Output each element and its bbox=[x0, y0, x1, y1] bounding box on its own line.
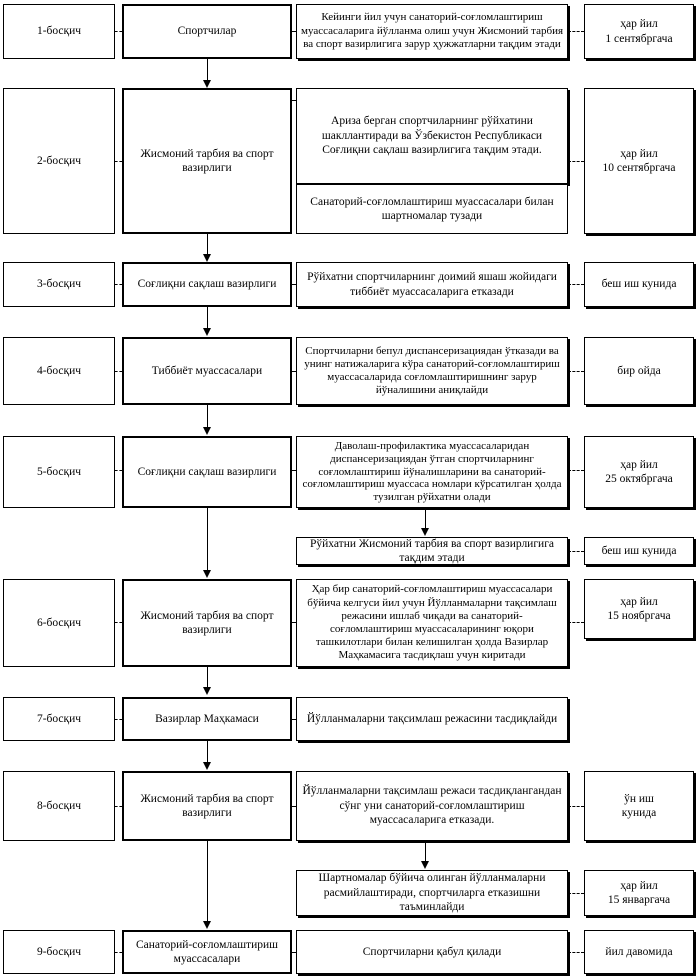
stage-6-actor: Жисмоний тарбия ва спорт вазирлиги bbox=[122, 579, 292, 667]
stage-3-actor: Соғлиқни сақлаш вазирлиги bbox=[122, 262, 292, 307]
stage-3-label: 3-босқич bbox=[3, 262, 115, 307]
stage-1-deadline: ҳар йил 1 сентябргача bbox=[584, 4, 694, 59]
stage-5-sub-deadline: беш иш кунида bbox=[584, 537, 694, 565]
stage-8-label: 8-босқич bbox=[3, 771, 115, 841]
stage-5-label: 5-босқич bbox=[3, 436, 115, 508]
stage-3-action: Рўйхатни спортчиларнинг доимий яшаш жойи… bbox=[296, 262, 568, 307]
stage-5-sub-action: Рўйхатни Жисмоний тарбия ва спорт вазирл… bbox=[296, 537, 568, 565]
stage-2-action: Ариза берган спортчиларнинг рўйхатини ша… bbox=[296, 88, 568, 184]
stage-8-sub-action: Шартномалар бўйича олинган йўлланмаларни… bbox=[296, 870, 568, 916]
stage-6-deadline: ҳар йил 15 ноябргача bbox=[584, 579, 694, 639]
stage-5-action: Даволаш-профилактика муассасаларидан дис… bbox=[296, 436, 568, 508]
stage-5-deadline: ҳар йил 25 октябргача bbox=[584, 436, 694, 508]
stage-2-deadline: ҳар йил 10 сентябргача bbox=[584, 88, 694, 234]
stage-8-action: Йўлланмаларни тақсимлаш режаси тасдиқлан… bbox=[296, 771, 568, 841]
stage-6-label: 6-босқич bbox=[3, 579, 115, 667]
stage-2-label: 2-босқич bbox=[3, 88, 115, 234]
stage-9-label: 9-босқич bbox=[3, 930, 115, 974]
stage-7-label: 7-босқич bbox=[3, 697, 115, 741]
stage-1-action: Кейинги йил учун санаторий-соғломлаштири… bbox=[296, 4, 568, 59]
stage-4-action: Спортчиларни бепул диспансеризациядан ўт… bbox=[296, 337, 568, 405]
stage-5-actor: Соғлиқни сақлаш вазирлиги bbox=[122, 436, 292, 508]
stage-6-action: Ҳар бир санаторий-соғломлаштириш муассас… bbox=[296, 579, 568, 667]
stage-4-actor: Тиббиёт муассасалари bbox=[122, 337, 292, 405]
stage-4-deadline: бир ойда bbox=[584, 337, 694, 405]
stage-8-sub-deadline: ҳар йил 15 январгача bbox=[584, 870, 694, 916]
stage-9-deadline: йил давомида bbox=[584, 930, 694, 974]
stage-8-actor: Жисмоний тарбия ва спорт вазирлиги bbox=[122, 771, 292, 841]
stage-4-label: 4-босқич bbox=[3, 337, 115, 405]
stage-1-label: 1-босқич bbox=[3, 4, 115, 59]
stage-2-action-contracts: Санаторий-соғломлаштириш муассасалари би… bbox=[296, 184, 568, 234]
stage-9-action: Спортчиларни қабул қилади bbox=[296, 930, 568, 974]
stage-9-actor: Санаторий-соғломлаштириш муассасалари bbox=[122, 930, 292, 974]
stage-7-action: Йўлланмаларни тақсимлаш режасини тасдиқл… bbox=[296, 697, 568, 741]
stage-2-actor: Жисмоний тарбия ва спорт вазирлиги bbox=[122, 88, 292, 234]
stage-3-deadline: беш иш кунида bbox=[584, 262, 694, 307]
stage-8-deadline: ўн иш кунида bbox=[584, 771, 694, 841]
stage-1-actor: Спортчилар bbox=[122, 4, 292, 59]
stage-7-actor: Вазирлар Маҳкамаси bbox=[122, 697, 292, 741]
